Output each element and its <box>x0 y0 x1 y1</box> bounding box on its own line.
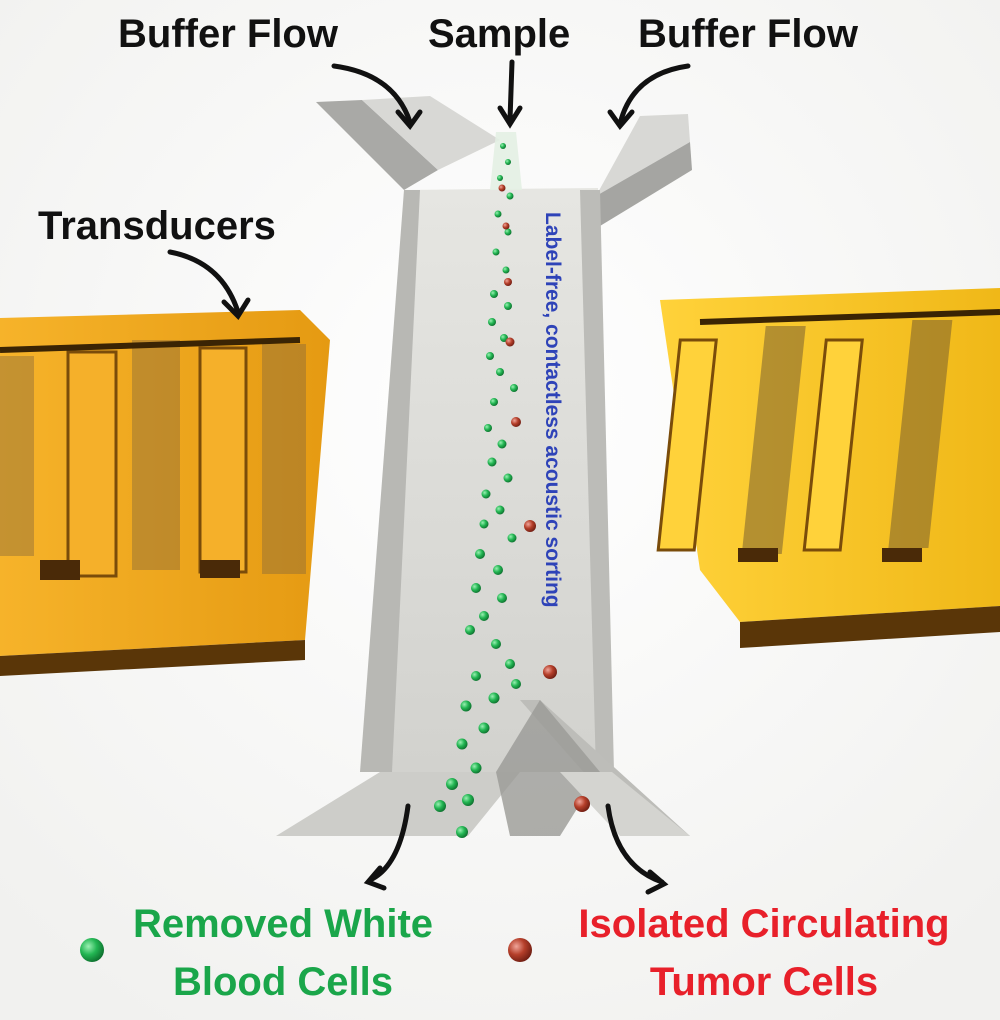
tumor-cells <box>498 184 590 812</box>
white-blood-cells <box>434 143 521 838</box>
channel-annotation: Label-free, contactless acoustic sorting <box>541 212 564 608</box>
microfluidic-channel <box>276 96 692 836</box>
ctc-legend-bead <box>508 938 532 962</box>
transducers-label: Transducers <box>38 204 276 248</box>
wbc-legend-bead <box>80 938 104 962</box>
ctc-arrow <box>605 803 665 885</box>
buffer-flow-left-label: Buffer Flow <box>118 12 338 56</box>
ctc-label-line1: Isolated Circulating <box>578 902 950 946</box>
sample-arrow <box>507 59 515 123</box>
wbc-label-line2: Blood Cells <box>172 960 394 1004</box>
right-buffer-arrow <box>617 63 691 127</box>
buffer-flow-right-label: Buffer Flow <box>638 12 858 56</box>
arrows <box>167 59 691 895</box>
right-transducer <box>656 288 1000 648</box>
sample-label: Sample <box>428 12 571 56</box>
left-buffer-arrow <box>331 63 413 125</box>
transducers-arrow <box>167 249 241 315</box>
left-transducer <box>0 310 330 676</box>
wbc-label-line1: Removed White <box>132 902 434 946</box>
ctc-label-line2: Tumor Cells <box>649 960 879 1004</box>
